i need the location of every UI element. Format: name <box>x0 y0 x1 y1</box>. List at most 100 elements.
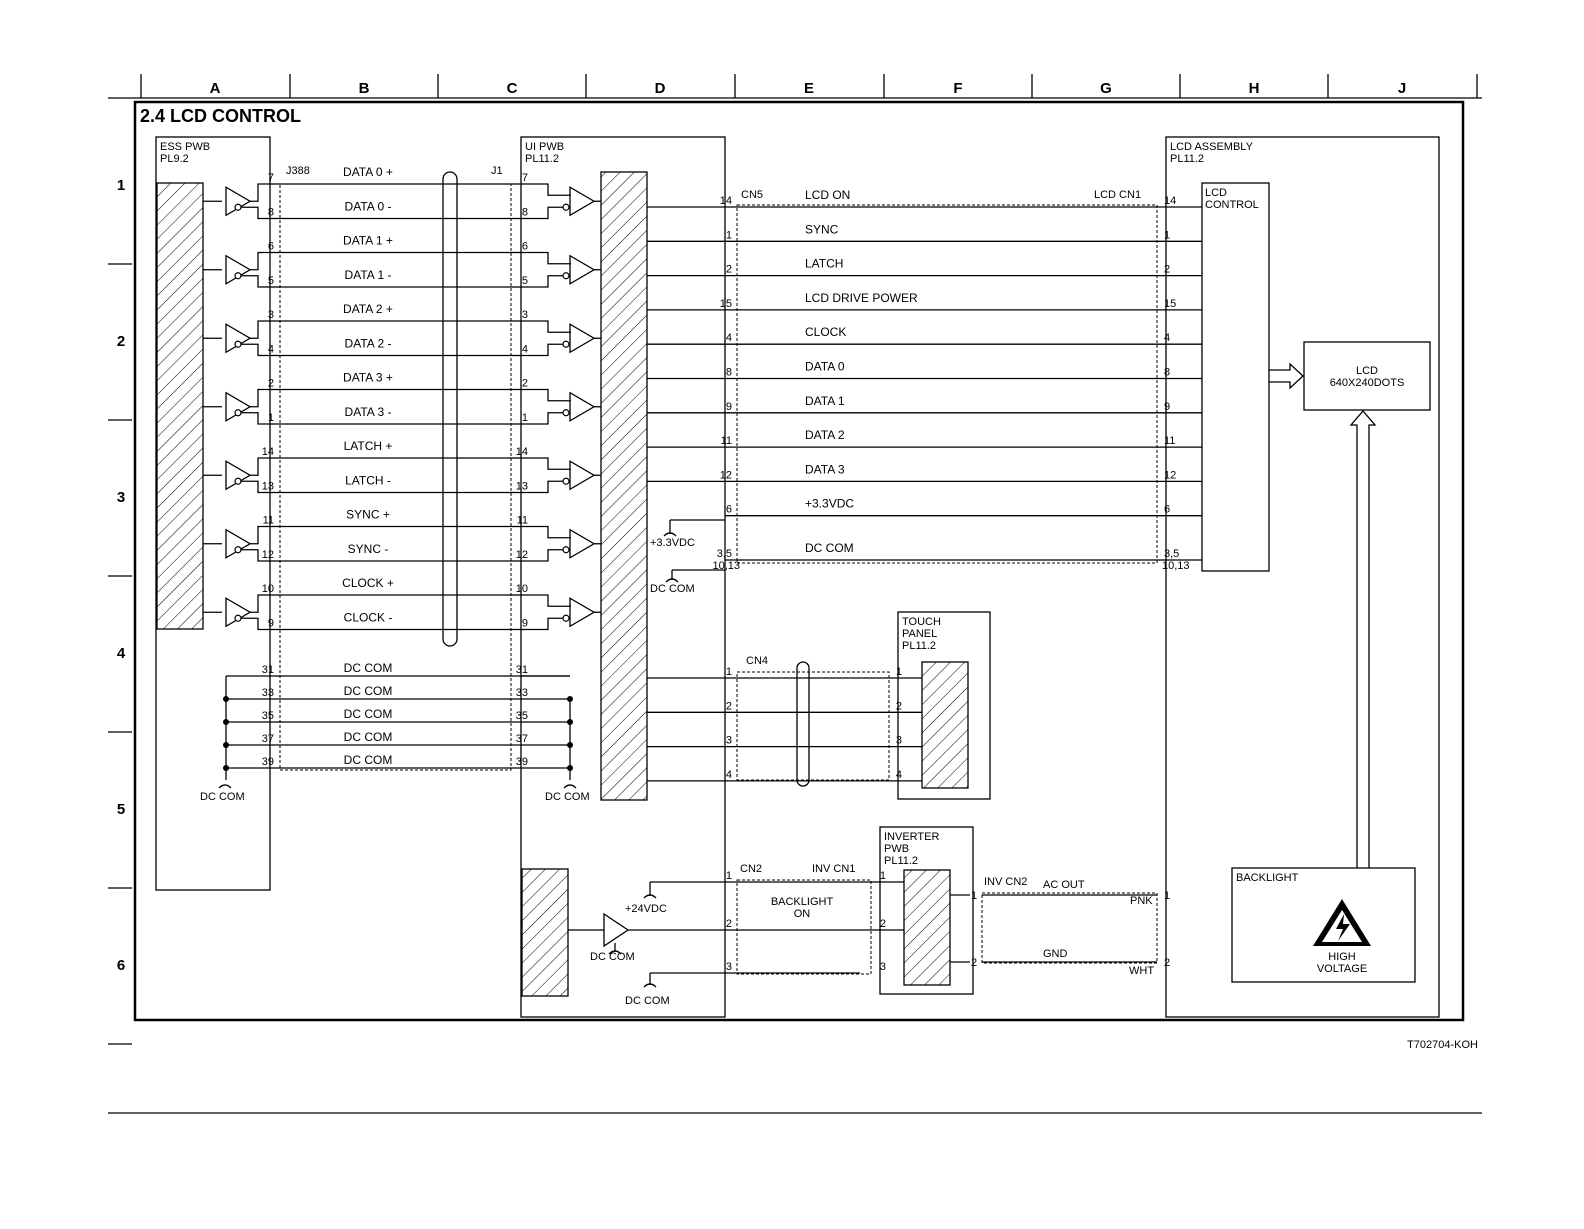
lcd-cn1-pin-number: 6 <box>1164 504 1170 516</box>
ui-pin-number: 10 <box>516 583 528 595</box>
cn4-label: CN4 <box>746 655 768 667</box>
signal-label: DATA 2 - <box>345 337 392 351</box>
dc-com-ui-pin: 39 <box>516 756 528 768</box>
dc-com-ess-pin: 31 <box>262 664 274 676</box>
ess-driver-out-a <box>250 525 270 545</box>
col-a: A <box>210 80 221 97</box>
ess-driver-out-b <box>241 275 270 288</box>
cn5-pin-number: 6 <box>726 504 732 516</box>
col-c: C <box>507 80 518 97</box>
ac-out-label: AC OUT <box>1043 879 1085 891</box>
lcd-signal-label: LATCH <box>805 257 843 271</box>
ui-driver-chip <box>521 868 569 997</box>
dc-com-ess-pin: 35 <box>262 710 274 722</box>
lcd-cn1-pin-number: 15 <box>1164 298 1176 310</box>
ui-receiver-in-b <box>521 617 563 631</box>
cn5-pin-number: 11 <box>721 435 732 447</box>
ui-receiver-bubble <box>562 272 570 280</box>
lcd-cn1-pin-number-2: 10,13 <box>1162 560 1190 572</box>
signal-label: CLOCK + <box>342 576 394 590</box>
ui-receiver-bubble <box>562 203 570 211</box>
wht-label: WHT <box>1129 965 1154 977</box>
ui-receiver-in-a <box>521 251 571 265</box>
ess-driver-out-b <box>241 206 270 220</box>
signal-label: DATA 3 - <box>345 405 392 419</box>
ess-driver-out-a <box>250 457 270 476</box>
ui-receiver-bubble <box>562 477 570 485</box>
ui-receiver-buffer <box>569 597 596 628</box>
ui-receiver-bubble <box>562 340 570 348</box>
ui-receiver-in-a <box>521 388 571 402</box>
ess-driver-out-a <box>250 320 270 339</box>
ui-receiver-in-a <box>521 457 571 470</box>
row-6: 6 <box>117 957 125 974</box>
ui-receiver-bubble <box>562 409 570 417</box>
signal-label: LATCH + <box>344 439 393 453</box>
ess-pin-number: 14 <box>262 446 274 458</box>
ui-receiver-in-b <box>521 206 563 220</box>
touch-chip <box>921 661 969 789</box>
backlight-label: BACKLIGHT <box>1236 872 1299 884</box>
inv-cn1-pin-number: 1 <box>880 870 886 882</box>
lcd-cn1-pin-number: 9 <box>1164 401 1170 413</box>
lcd-cn1-label: LCD CN1 <box>1094 189 1141 201</box>
ess-pin-number: 3 <box>268 309 274 321</box>
ui-pin-number: 14 <box>516 446 528 458</box>
column-header: A B C D E F G H J <box>108 74 1482 99</box>
cn5-pin-number: 2 <box>726 264 732 276</box>
supply-33v-label: +3.3VDC <box>650 537 695 549</box>
ess-driver-bubble <box>234 409 242 417</box>
ess-pin-number: 8 <box>268 207 274 219</box>
dc-com-ess-pin: 33 <box>262 687 274 699</box>
lcd-panel-box <box>1303 341 1431 411</box>
ess-pin-number: 6 <box>268 241 274 253</box>
ess-pin-number: 2 <box>268 378 274 390</box>
page-title: 2.4 LCD CONTROL <box>140 106 301 126</box>
lcd-signal-label: SYNC <box>805 222 839 236</box>
lcd-assembly-label: LCD ASSEMBLY <box>1170 141 1254 153</box>
ess-driver-out-b <box>241 343 270 357</box>
ess-driver-bubble <box>234 340 242 348</box>
gnd-label: GND <box>1043 948 1068 960</box>
lcd-signal-label: LCD DRIVE POWER <box>805 291 918 305</box>
lcd-assembly-part: PL11.2 <box>1170 153 1204 165</box>
lcd-signal-label: DATA 2 <box>805 428 845 442</box>
dc-com-signal-label: DC COM <box>344 684 393 698</box>
dc-com-ui-pin: 37 <box>516 733 528 745</box>
ess-driver-buffer <box>225 597 252 628</box>
signal-label: DATA 1 + <box>343 234 393 248</box>
ess-pin-number: 13 <box>262 481 274 493</box>
col-b: B <box>359 80 370 97</box>
signal-label: DATA 2 + <box>343 302 393 316</box>
dc-com-cn5: DC COM <box>650 569 725 595</box>
cn2-pin-number: 3 <box>726 961 732 973</box>
ess-driver-out-b <box>241 617 270 631</box>
lcd-cn1-pin-number: 14 <box>1164 195 1176 207</box>
dc-com-signal-label: DC COM <box>344 707 393 721</box>
lcd-signal-label: +3.3VDC <box>805 497 854 511</box>
ess-pin-number: 11 <box>263 515 274 527</box>
cn4-pin-number: 2 <box>726 700 732 712</box>
ess-pwb-label: ESS PWB <box>160 141 210 153</box>
lcd-cn1-pin-number: 8 <box>1164 367 1170 379</box>
ui-receiver-buffer <box>569 460 596 491</box>
signal-label: DATA 3 + <box>343 371 393 385</box>
col-h: H <box>1249 80 1260 97</box>
touch-panel-block: CN4 TOUCH PANEL PL11.2 <box>736 611 991 800</box>
ui-pin-number: 6 <box>522 241 528 253</box>
signal-label: SYNC + <box>346 508 390 522</box>
ess-pin-number: 4 <box>268 344 274 356</box>
ui-pin-number: 7 <box>522 172 528 184</box>
inverter-driver-buffer <box>603 912 630 948</box>
col-d: D <box>655 80 666 97</box>
inv-out-pin-2: 2 <box>971 957 977 969</box>
ui-receiver-in-b <box>521 480 563 494</box>
supply-33v: +3.3VDC <box>650 519 725 549</box>
ui-pin-number: 11 <box>517 515 528 527</box>
ess-driver-buffer <box>225 391 252 422</box>
lcd-signal-label: DATA 1 <box>805 394 845 408</box>
inverter-line2: PWB <box>884 843 909 855</box>
